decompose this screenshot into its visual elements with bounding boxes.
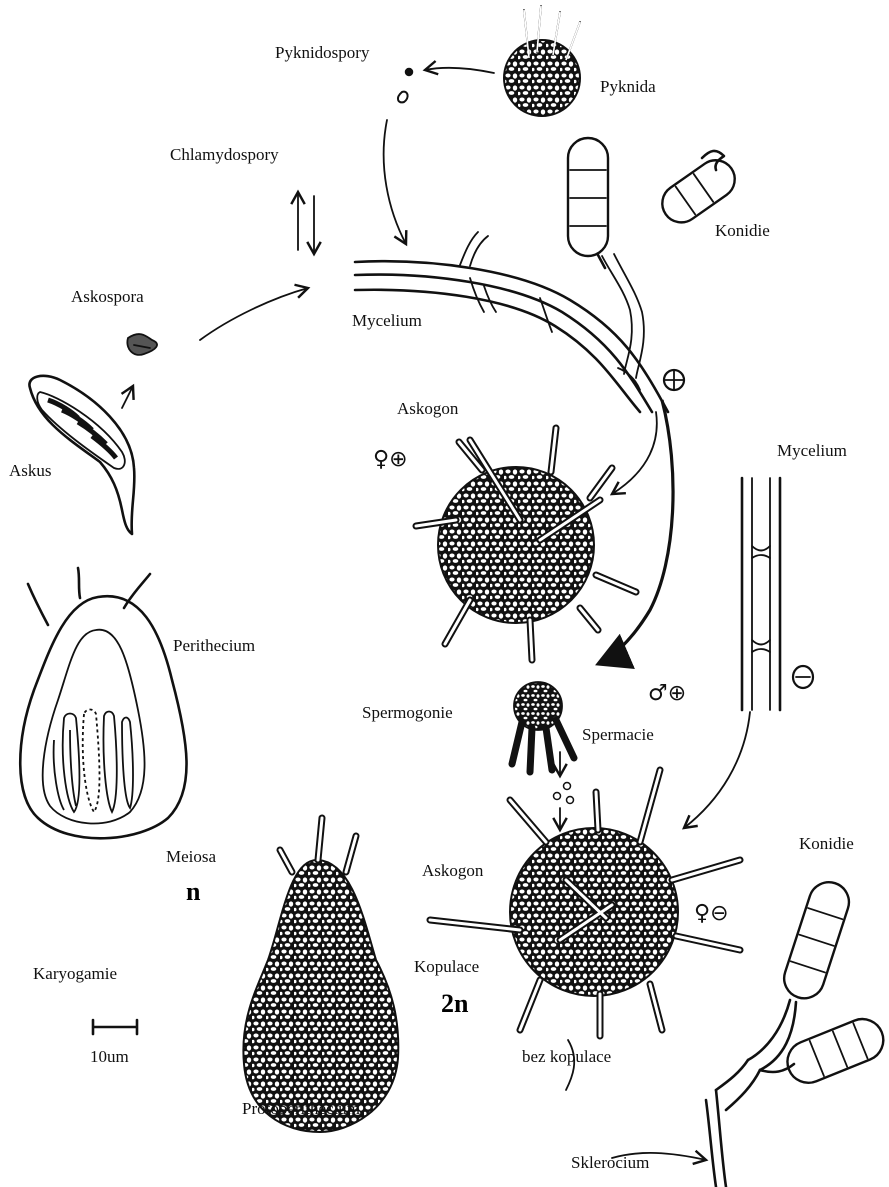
- label-pyknidospory: Pyknidospory: [275, 43, 370, 62]
- askogon-bottom-sex-symbol: ♀⊖: [694, 901, 729, 926]
- label-pyknida: Pyknida: [600, 77, 656, 96]
- label-protoperithecium: Protoperithecium: [242, 1099, 360, 1118]
- arrow-askus-to-askospora: [122, 386, 133, 408]
- askus-drawing: [29, 376, 134, 534]
- arrow-pyknida-to-spores: [425, 68, 494, 73]
- label-chlamydospory: Chlamydospory: [170, 145, 279, 164]
- chlamydospory-arrows: [298, 192, 314, 254]
- perithecium-drawing: [20, 568, 186, 838]
- askogon-top-sex-symbol: ♀⊕: [373, 447, 408, 472]
- label-konidie-top: Konidie: [715, 221, 770, 240]
- label-spermogonie: Spermogonie: [362, 703, 453, 722]
- label-askogon-bottom: Askogon: [422, 861, 484, 880]
- label-perithecium: Perithecium: [173, 636, 255, 655]
- label-askospora: Askospora: [71, 287, 144, 306]
- label-mycelium-right: Mycelium: [777, 441, 847, 460]
- protoperithecium-drawing: [243, 818, 398, 1132]
- askospora-drawing: [127, 334, 157, 355]
- label-ploidy-2n: 2n: [441, 989, 469, 1018]
- mycelium-right-drawing: [742, 478, 780, 710]
- konidie-bottom-drawing: [706, 877, 889, 1187]
- spermacie-sex-symbol: ♂⊕: [648, 681, 686, 706]
- label-ploidy-n: n: [186, 877, 201, 906]
- label-askogon-top: Askogon: [397, 399, 459, 418]
- arrow-mycelium-to-askogon: [684, 712, 750, 828]
- label-askus: Askus: [9, 461, 52, 480]
- label-konidie-bottom: Konidie: [799, 834, 854, 853]
- pyknidospores-drawing: [398, 69, 413, 103]
- label-mycelium-top: Mycelium: [352, 311, 422, 330]
- arrow-askospora-to-mycelium: [200, 288, 308, 340]
- spermacie-drawing: [554, 783, 574, 804]
- label-scale: 10um: [90, 1047, 129, 1066]
- scale-bar: [93, 1020, 137, 1034]
- label-karyogamie: Karyogamie: [33, 964, 117, 983]
- label-meiosa: Meiosa: [166, 847, 217, 866]
- label-kopulace: Kopulace: [414, 957, 479, 976]
- label-bez-kopulace: bez kopulace: [522, 1047, 611, 1066]
- askogon-top-drawing: [416, 428, 636, 660]
- pyknida-drawing: [504, 6, 580, 116]
- label-spermacie: Spermacie: [582, 725, 654, 744]
- arrow-plus-to-spermogonie: [598, 400, 673, 664]
- konidie-top-drawing: [568, 138, 742, 268]
- arrow-spores-to-mycelium: [384, 120, 406, 244]
- spermogonie-drawing: [512, 682, 574, 772]
- arrow-plus-to-askogon: [612, 412, 657, 494]
- label-sklerocium: Sklerocium: [571, 1153, 649, 1172]
